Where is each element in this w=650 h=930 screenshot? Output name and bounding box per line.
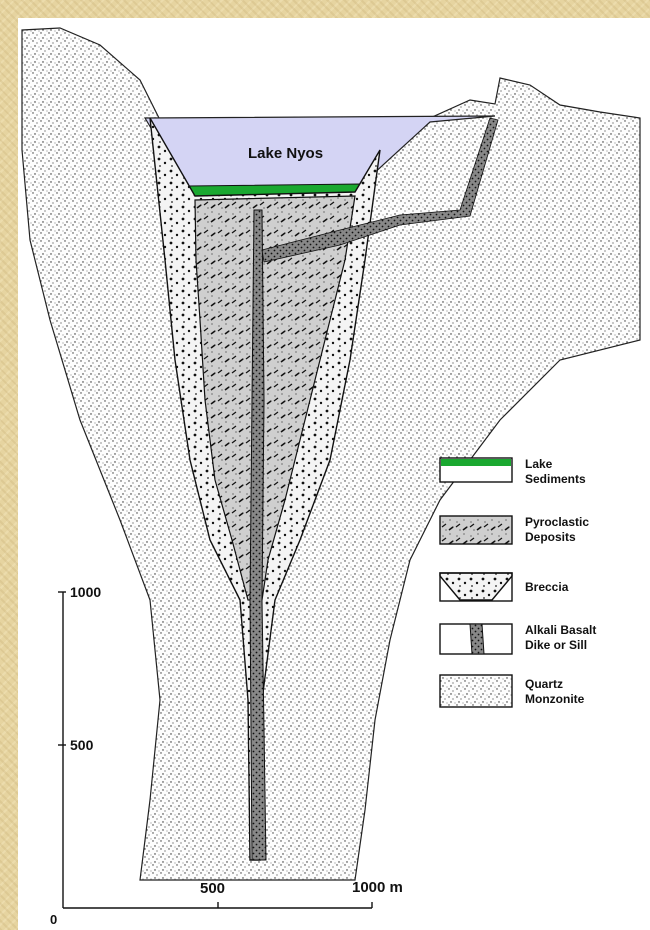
legend: Lake Sediments Pyroclastic Deposits Brec… <box>440 457 596 707</box>
legend-item-breccia: Breccia <box>440 573 569 601</box>
legend-label-lake-sediments-1: Lake <box>525 457 553 471</box>
legend-swatch-quartz <box>440 675 512 707</box>
legend-item-quartz-monzonite: Quartz Monzonite <box>440 675 585 707</box>
lake-label: Lake Nyos <box>248 145 323 162</box>
legend-swatch-breccia <box>440 573 512 600</box>
vertical-scale: 1000 500 <box>58 584 101 908</box>
legend-label-basalt-1: Alkali Basalt <box>525 623 596 637</box>
legend-item-pyroclastic-deposits: Pyroclastic Deposits <box>440 515 589 544</box>
legend-swatch-pyroclastic <box>440 516 512 544</box>
legend-label-pyroclastic-2: Deposits <box>525 530 576 544</box>
vertical-label-500: 500 <box>70 737 94 753</box>
legend-label-basalt-2: Dike or Sill <box>525 638 587 652</box>
horizontal-label-500: 500 <box>200 880 225 897</box>
legend-label-pyroclastic-1: Pyroclastic <box>525 515 589 529</box>
horizontal-scale: 500 1000 m 0 <box>50 879 403 927</box>
legend-label-breccia: Breccia <box>525 580 569 594</box>
legend-label-lake-sediments-2: Sediments <box>525 472 586 486</box>
legend-label-quartz-2: Monzonite <box>525 692 585 706</box>
legend-swatch-basalt <box>470 624 484 654</box>
legend-item-alkali-basalt: Alkali Basalt Dike or Sill <box>440 623 596 654</box>
legend-label-quartz-1: Quartz <box>525 677 563 691</box>
legend-item-lake-sediments: Lake Sediments <box>440 457 586 486</box>
horizontal-label-1000m: 1000 m <box>352 879 403 896</box>
vertical-label-1000: 1000 <box>70 584 101 600</box>
origin-label: 0 <box>50 912 57 927</box>
legend-swatch-lake-sediments-green <box>441 459 511 466</box>
